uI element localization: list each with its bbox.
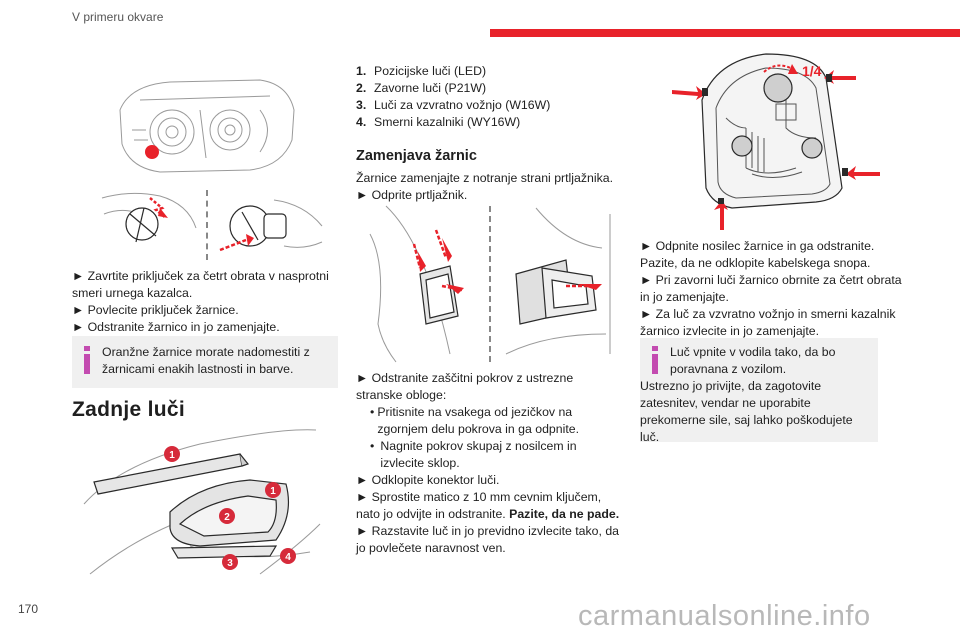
connector-illustration-right — [219, 199, 323, 252]
quarter-turn-label: 1/4 — [802, 63, 822, 79]
callout-3: 3 — [227, 558, 233, 569]
callout-2: 2 — [224, 512, 230, 523]
headlamp-illustration — [119, 79, 295, 173]
intro-line: Žarnice zamenjajte z notranje strani prt… — [356, 171, 613, 185]
list-item: •Pritisnite na vsakega od jezičkov na zg… — [370, 405, 580, 436]
step-separate-lamp: ► Razstavite luč in jo previdno izvlecit… — [356, 524, 620, 555]
section-title: V primeru okvare — [72, 10, 164, 24]
list-item: 2.Zavorne luči (P21W) — [356, 81, 487, 95]
middle-steps: ► Odstranite zaščitni pokrov z ustrezne … — [356, 370, 622, 557]
list-item: 3.Luči za vzvratno vožnjo (W16W) — [356, 98, 551, 112]
callout-4: 4 — [285, 552, 291, 563]
list-item: 1.Pozicijske luči (LED) — [356, 64, 487, 78]
step-rotate-connector: ► Zavrtite priključek za četrt obrata v … — [72, 269, 329, 300]
divider-dashed — [206, 190, 208, 260]
note-reinstall: Luč vpnite v vodila tako, da bo poravnan… — [640, 338, 878, 444]
right-steps: ► Odpnite nosilec žarnice in ga odstrani… — [640, 238, 908, 340]
note-text: Oranžne žarnice morate nadomestiti z žar… — [102, 345, 310, 376]
step-disconnect: ► Odklopite konektor luči. — [356, 473, 500, 487]
note-text-line1: Luč vpnite v vodila tako, da bo poravnan… — [670, 345, 836, 376]
step-open-trunk: ► Odprite prtljažnik. — [356, 188, 468, 202]
list-item: •Nagnite pokrov skupaj z nosilcem in izv… — [370, 439, 577, 470]
step-release-nut: ► Sprostite matico z 10 mm cevnim ključe… — [356, 490, 620, 521]
sub-steps: •Pritisnite na vsakega od jezičkov na zg… — [356, 404, 622, 472]
info-icon — [652, 346, 658, 374]
step-remove-cover: ► Odstranite zaščitni pokrov z ustrezne … — [356, 371, 574, 402]
rear-lights-illustration: 1 1 2 3 4 — [83, 429, 321, 575]
lamp-type-list: 1.Pozicijske luči (LED) 2.Zavorne luči (… — [356, 63, 616, 131]
left-steps: ► Zavrtite priključek za četrt obrata v … — [72, 268, 334, 336]
header-accent-bar — [490, 29, 960, 37]
trunk-cover-illustration — [369, 205, 611, 364]
heading-rear-lights: Zadnje luči — [72, 398, 185, 421]
intro-text: Žarnice zamenjajte z notranje strani prt… — [356, 170, 622, 204]
step-pull-connector: ► Povlecite priključek žarnice. — [72, 303, 239, 317]
info-icon — [84, 346, 90, 374]
step-unclip-holder: ► Odpnite nosilec žarnice in ga odstrani… — [640, 239, 875, 270]
connector-illustration-left — [101, 192, 197, 243]
warning-careful: Pazite, da ne pade. — [509, 507, 620, 521]
callout-1-right: 1 — [270, 486, 276, 497]
page-number: 170 — [18, 602, 39, 616]
step-replace-bulb: ► Odstranite žarnico in jo zamenjajte. — [72, 320, 280, 334]
note-text-line2: Ustrezno jo privijte, da zagotovite zate… — [640, 379, 853, 444]
step-brake-bulb: ► Pri zavorni luči žarnico obrnite za če… — [640, 273, 902, 304]
step-reverse-indicator: ► Za luč za vzvratno vožnjo in smerni ka… — [640, 307, 896, 338]
watermark: carmanualsonline.info — [578, 600, 871, 632]
note-orange-bulbs: Oranžne žarnice morate nadomestiti z žar… — [72, 336, 338, 388]
callout-1-top: 1 — [169, 450, 175, 461]
bulb-holder-illustration: 1/4 — [672, 53, 880, 230]
list-item: 4.Smerni kazalniki (WY16W) — [356, 115, 521, 129]
heading-bulb-replacement: Zamenjava žarnic — [356, 148, 477, 164]
